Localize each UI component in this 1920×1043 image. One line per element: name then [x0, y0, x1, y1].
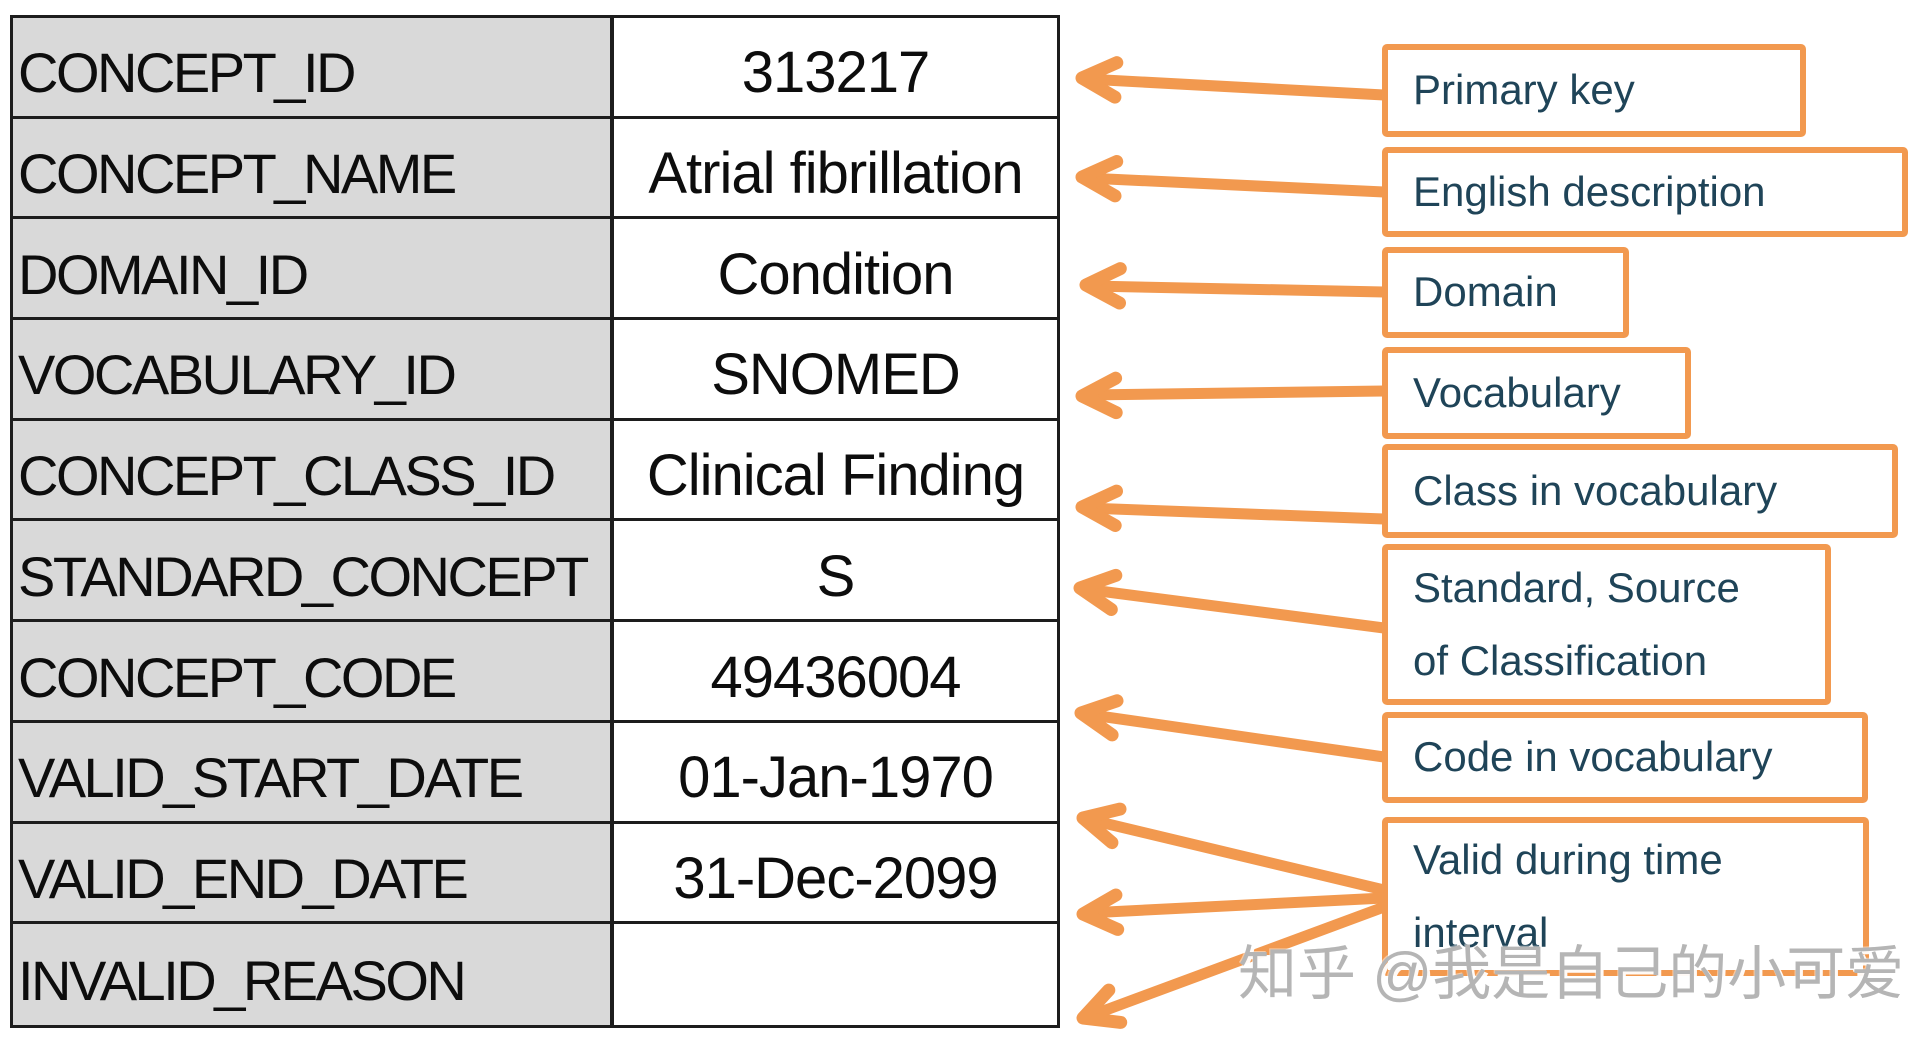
annotation-box-concept-id: Primary key: [1382, 44, 1806, 137]
field-value-cell: SNOMED: [614, 320, 1057, 421]
annotation-box-concept-class-id: Class in vocabulary: [1382, 444, 1898, 538]
arrow-connector-5: [1073, 568, 1385, 634]
field-value-cell: Atrial fibrillation: [614, 118, 1057, 220]
field-name-cell: DOMAIN_ID: [13, 219, 614, 321]
field-name-cell: CONCEPT_ID: [13, 18, 614, 119]
arrow-connector-6: [1074, 694, 1385, 763]
field-name-cell: CONCEPT_CODE: [13, 622, 614, 723]
field-name-cell: STANDARD_CONCEPT: [13, 521, 614, 623]
field-value-cell: Clinical Finding: [614, 420, 1057, 522]
field-value-cell: Condition: [614, 219, 1057, 321]
annotation-box-concept-code: Code in vocabulary: [1382, 712, 1868, 803]
field-value-cell: 313217: [614, 18, 1057, 119]
arrow-connector-8: [1076, 888, 1385, 936]
field-value-cell: 49436004: [614, 622, 1057, 723]
field-name-cell: VALID_END_DATE: [13, 823, 614, 925]
field-name-cell: INVALID_REASON: [13, 924, 614, 1025]
arrow-connector-1: [1075, 155, 1385, 203]
annotation-box-valid-start-date: Valid during time interval: [1382, 817, 1869, 976]
arrow-connector-4: [1075, 484, 1385, 532]
arrow-connector-3: [1075, 371, 1385, 420]
field-value-cell: S: [614, 521, 1057, 623]
watermark: 知乎 @我是自己的小可爱: [1238, 941, 1905, 1007]
field-value-cell: [614, 924, 1057, 1025]
annotation-box-vocabulary-id: Vocabulary: [1382, 347, 1691, 439]
field-name-cell: VALID_START_DATE: [13, 722, 614, 824]
annotation-box-domain-id: Domain: [1382, 247, 1629, 338]
arrow-connector-2: [1079, 262, 1385, 310]
arrow-connector-7: [1076, 802, 1386, 896]
field-name-cell: VOCABULARY_ID: [13, 320, 614, 421]
field-name-cell: CONCEPT_CLASS_ID: [13, 420, 614, 522]
annotation-box-standard-concept: Standard, Source of Classification: [1382, 544, 1831, 705]
arrow-connector-0: [1075, 56, 1385, 104]
field-name-cell: CONCEPT_NAME: [13, 118, 614, 220]
field-value-cell: 01-Jan-1970: [614, 722, 1057, 824]
annotation-box-concept-name: English description: [1382, 147, 1908, 237]
field-value-cell: 31-Dec-2099: [614, 823, 1057, 925]
